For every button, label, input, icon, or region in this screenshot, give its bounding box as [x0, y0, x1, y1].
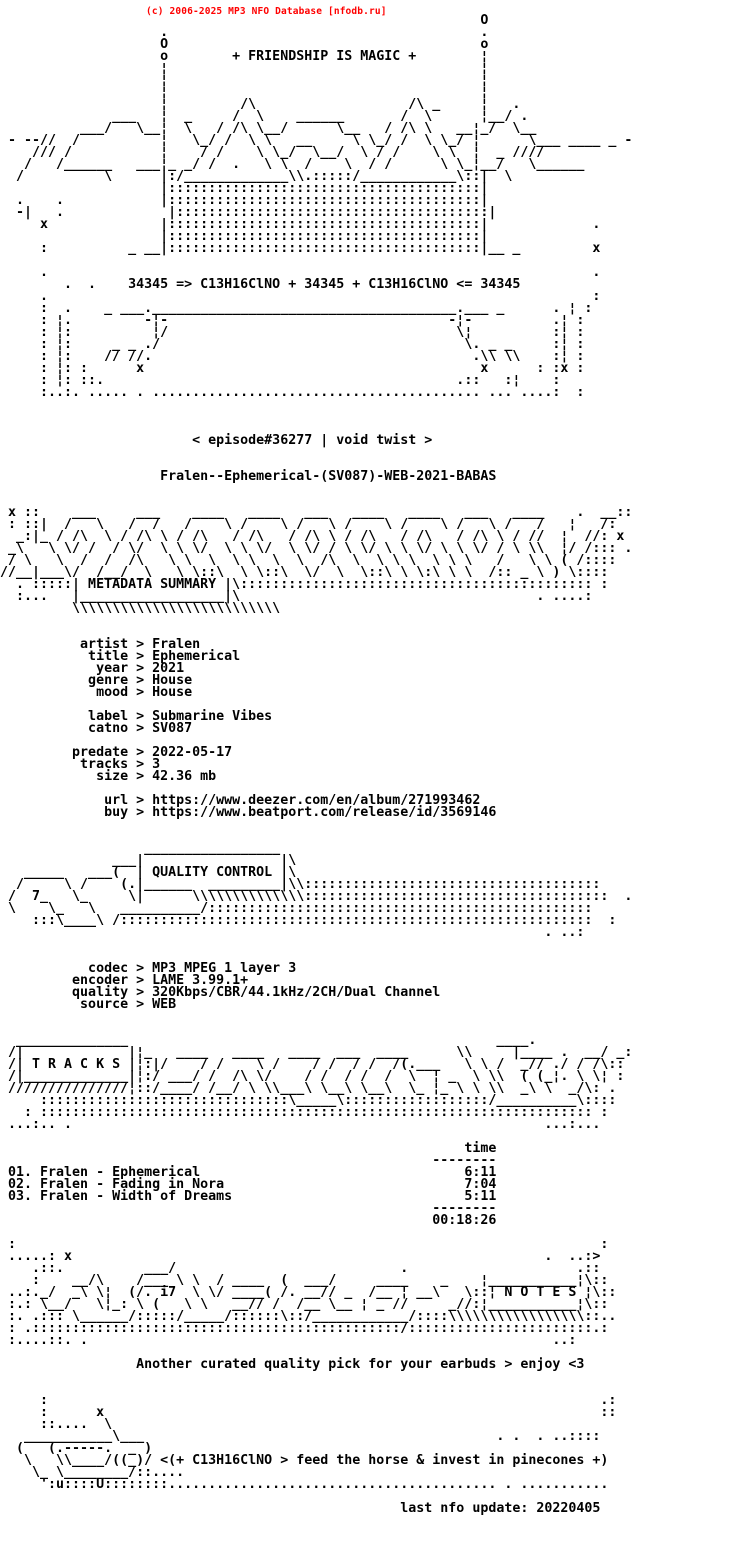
release-name: Fralen--Ephemerical-(SV087)-WEB-2021-BAB…	[0, 469, 497, 484]
tracks-banner: ______________ ____. /| |¦_ ____ ____ __…	[8, 1033, 633, 1132]
quality-control-banner: _________________ ___| |\ _____ ___( | Q…	[8, 841, 633, 940]
metadata-summary-banner: x :: ___ ___ ____ ____ ___ ____ ____ ___…	[0, 505, 633, 616]
last-nfo-update: last nfo update: 20220405	[0, 1501, 601, 1516]
horse-outro-art: : .: : x :: ::.... \ ___________\___	[16, 1393, 617, 1492]
notes-message: Another curated quality pick for your ea…	[0, 1357, 585, 1372]
episode-line: < episode#36277 | void twist >	[0, 433, 433, 448]
notes-banner: : : .....: x . ..:> .::. ___/	[8, 1237, 617, 1348]
nfodb-copyright-line: (c) 2006-2025 MP3 NFO Database [nfodb.ru…	[146, 6, 387, 17]
intro-mountain-art: O . . O o o + FRIENDSHIP IS MAGIC + ¦	[8, 13, 633, 304]
quality-fields: codec > MP3 MPEG 1 layer 3 encoder > LAM…	[72, 961, 441, 1012]
metadata-fields: artist > Fralen title > Ephemerical year…	[72, 637, 497, 820]
table-legs-art: : . _ ___.______________________________…	[40, 301, 593, 400]
track-list: time -------- 01. Fralen - Ephemerical 6…	[8, 1141, 497, 1228]
